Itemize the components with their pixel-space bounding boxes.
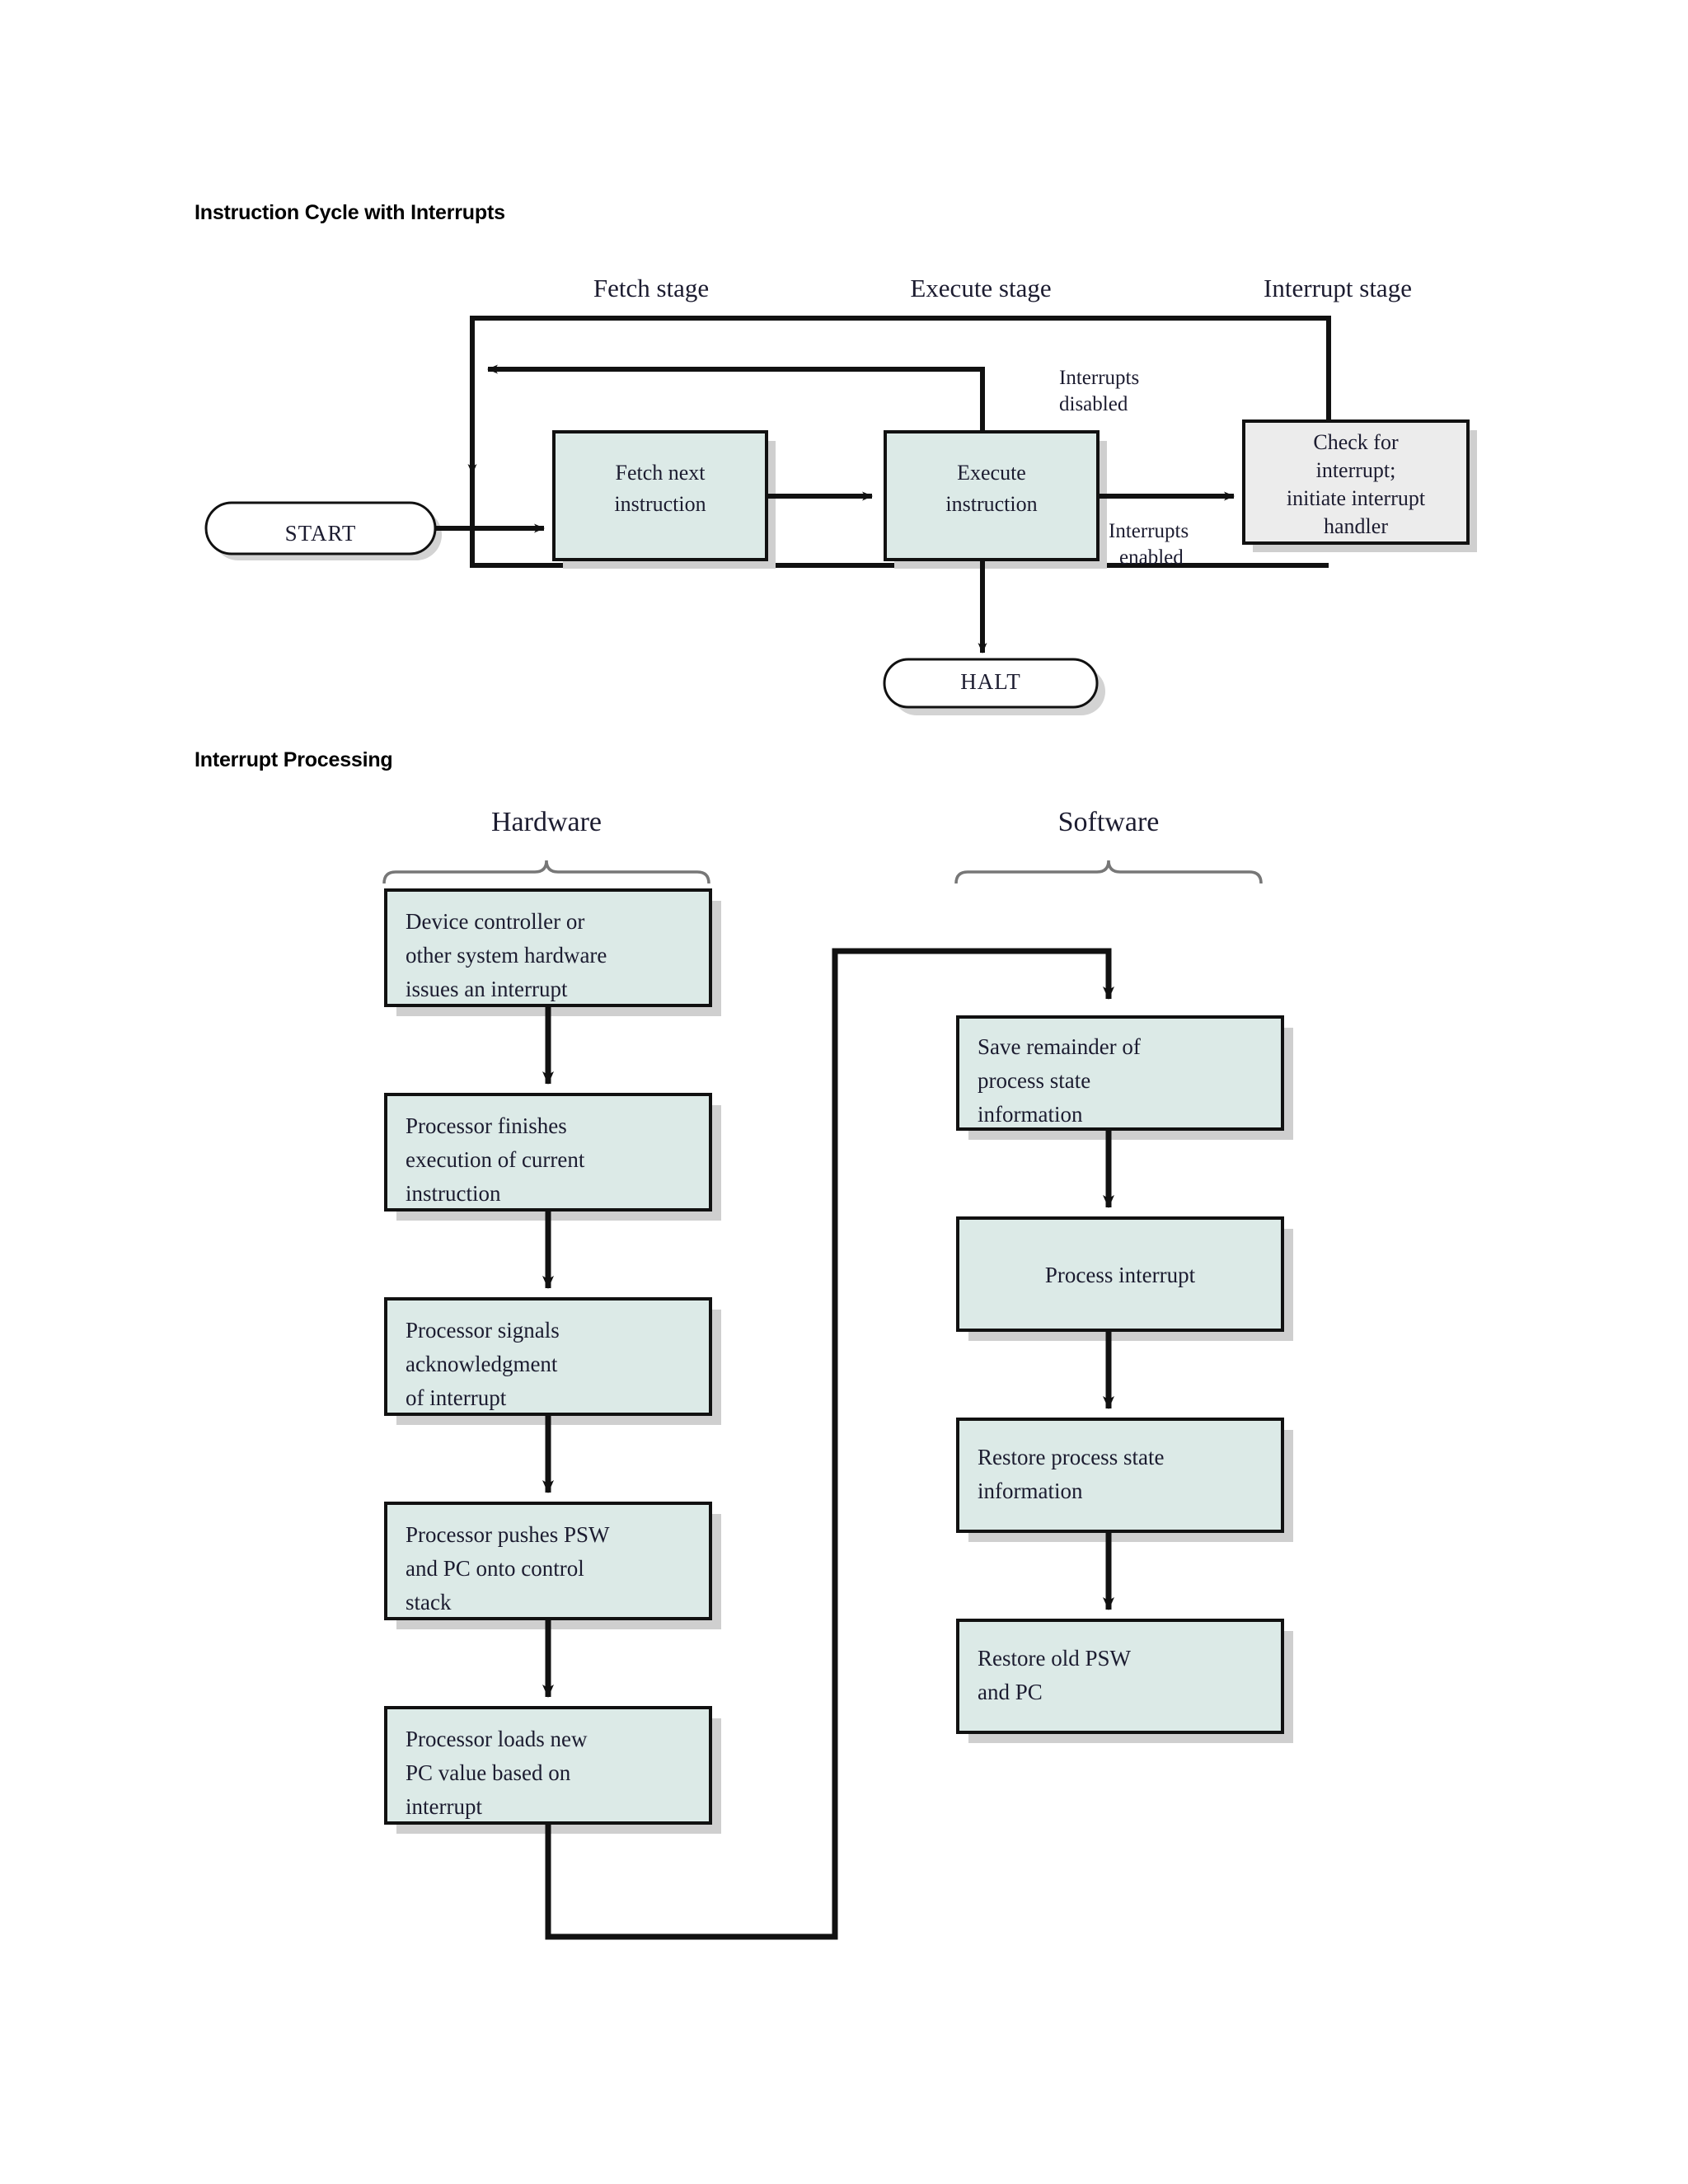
stage-label-fetch: Fetch stage — [593, 274, 709, 302]
interrupts-enabled-label: Interrupts enabled — [1109, 520, 1189, 569]
hardware-step-4-line-2: and PC onto control — [406, 1556, 584, 1581]
interrupt-processing-diagram: Hardware Software Device controller or o… — [382, 807, 1293, 1940]
hardware-step-box-4: Processor pushes PSW and PC onto control… — [384, 1502, 721, 1629]
halt-terminator: HALT — [883, 658, 1105, 715]
hardware-step-2-line-2: execution of current — [406, 1147, 585, 1172]
check-for-interrupt-line-1: Check for — [1313, 430, 1399, 454]
column-heading-hardware: Hardware — [491, 807, 602, 837]
hardware-step-5-line-3: interrupt — [406, 1794, 482, 1819]
fetch-next-instruction-line-2: instruction — [614, 492, 706, 516]
software-step-4-line-2: and PC — [978, 1680, 1043, 1704]
hardware-brace — [382, 860, 710, 884]
hardware-step-box-1: Device controller or other system hardwa… — [384, 888, 721, 1016]
check-for-interrupt-line-3: initiate interrupt — [1287, 486, 1426, 510]
hardware-step-5-line-1: Processor loads new — [406, 1727, 588, 1751]
halt-label: HALT — [960, 669, 1021, 694]
column-heading-software: Software — [1058, 807, 1160, 837]
fetch-next-instruction-line-1: Fetch next — [615, 461, 706, 485]
page-heading-interrupt-processing: Interrupt Processing — [195, 748, 393, 771]
hardware-step-2-line-1: Processor finishes — [406, 1113, 567, 1138]
hardware-step-4-line-1: Processor pushes PSW — [406, 1522, 610, 1547]
check-for-interrupt-line-4: handler — [1324, 514, 1388, 538]
inner-feedback-loop-path-group — [487, 364, 985, 433]
hardware-step-1-line-2: other system hardware — [406, 943, 607, 968]
page-heading-instruction-cycle: Instruction Cycle with Interrupts — [195, 201, 505, 224]
software-step-box-3: Restore process state information — [956, 1418, 1293, 1542]
hardware-step-2-line-3: instruction — [406, 1181, 501, 1206]
hardware-step-3-line-1: Processor signals — [406, 1318, 560, 1343]
software-step-2-line-1: Process interrupt — [1045, 1263, 1196, 1287]
start-label: START — [285, 521, 357, 546]
instruction-cycle-diagram: Fetch stage Execute stage Interrupt stag… — [204, 274, 1477, 715]
hardware-step-box-3: Processor signals acknowledgment of inte… — [384, 1297, 721, 1425]
start-terminator: START — [204, 501, 442, 560]
software-step-1-line-3: information — [978, 1102, 1083, 1127]
software-brace — [954, 860, 1263, 884]
software-step-3-line-1: Restore process state — [978, 1445, 1164, 1469]
software-step-box-1: Save remainder of process state informat… — [956, 1015, 1293, 1140]
hardware-step-1-line-1: Device controller or — [406, 909, 584, 934]
hardware-step-5-line-2: PC value based on — [406, 1760, 571, 1785]
interrupts-disabled-label: Interrupts disabled — [1059, 367, 1139, 415]
software-step-1-line-2: process state — [978, 1068, 1090, 1093]
stage-label-execute: Execute stage — [910, 274, 1051, 302]
check-for-interrupt-box: Check for interrupt; initiate interrupt … — [1242, 419, 1477, 552]
execute-instruction-line-2: instruction — [945, 492, 1037, 516]
software-step-4-line-1: Restore old PSW — [978, 1646, 1132, 1671]
hardware-step-box-2: Processor finishes execution of current … — [384, 1093, 721, 1221]
software-step-1-line-1: Save remainder of — [978, 1034, 1141, 1059]
hardware-step-1-line-3: issues an interrupt — [406, 977, 568, 1001]
hardware-step-box-5: Processor loads new PC value based on in… — [384, 1706, 721, 1834]
software-step-box-2: Process interrupt — [956, 1216, 1293, 1341]
hardware-step-4-line-3: stack — [406, 1590, 452, 1615]
check-for-interrupt-line-2: interrupt; — [1316, 458, 1396, 482]
hardware-to-software-connector — [545, 948, 1114, 1940]
stage-label-interrupt: Interrupt stage — [1264, 274, 1412, 302]
execute-instruction-box: Execute instruction — [884, 430, 1107, 569]
software-step-3-line-2: information — [978, 1479, 1083, 1503]
hardware-step-3-line-2: acknowledgment — [406, 1352, 558, 1376]
svg-text:enabled: enabled — [1119, 546, 1184, 569]
software-step-box-4: Restore old PSW and PC — [956, 1619, 1293, 1743]
svg-text:disabled: disabled — [1059, 393, 1128, 415]
fetch-next-instruction-box: Fetch next instruction — [552, 430, 776, 569]
execute-instruction-line-1: Execute — [957, 461, 1026, 485]
svg-text:Interrupts: Interrupts — [1059, 367, 1139, 389]
hardware-step-3-line-3: of interrupt — [406, 1385, 507, 1410]
svg-text:Interrupts: Interrupts — [1109, 520, 1189, 542]
